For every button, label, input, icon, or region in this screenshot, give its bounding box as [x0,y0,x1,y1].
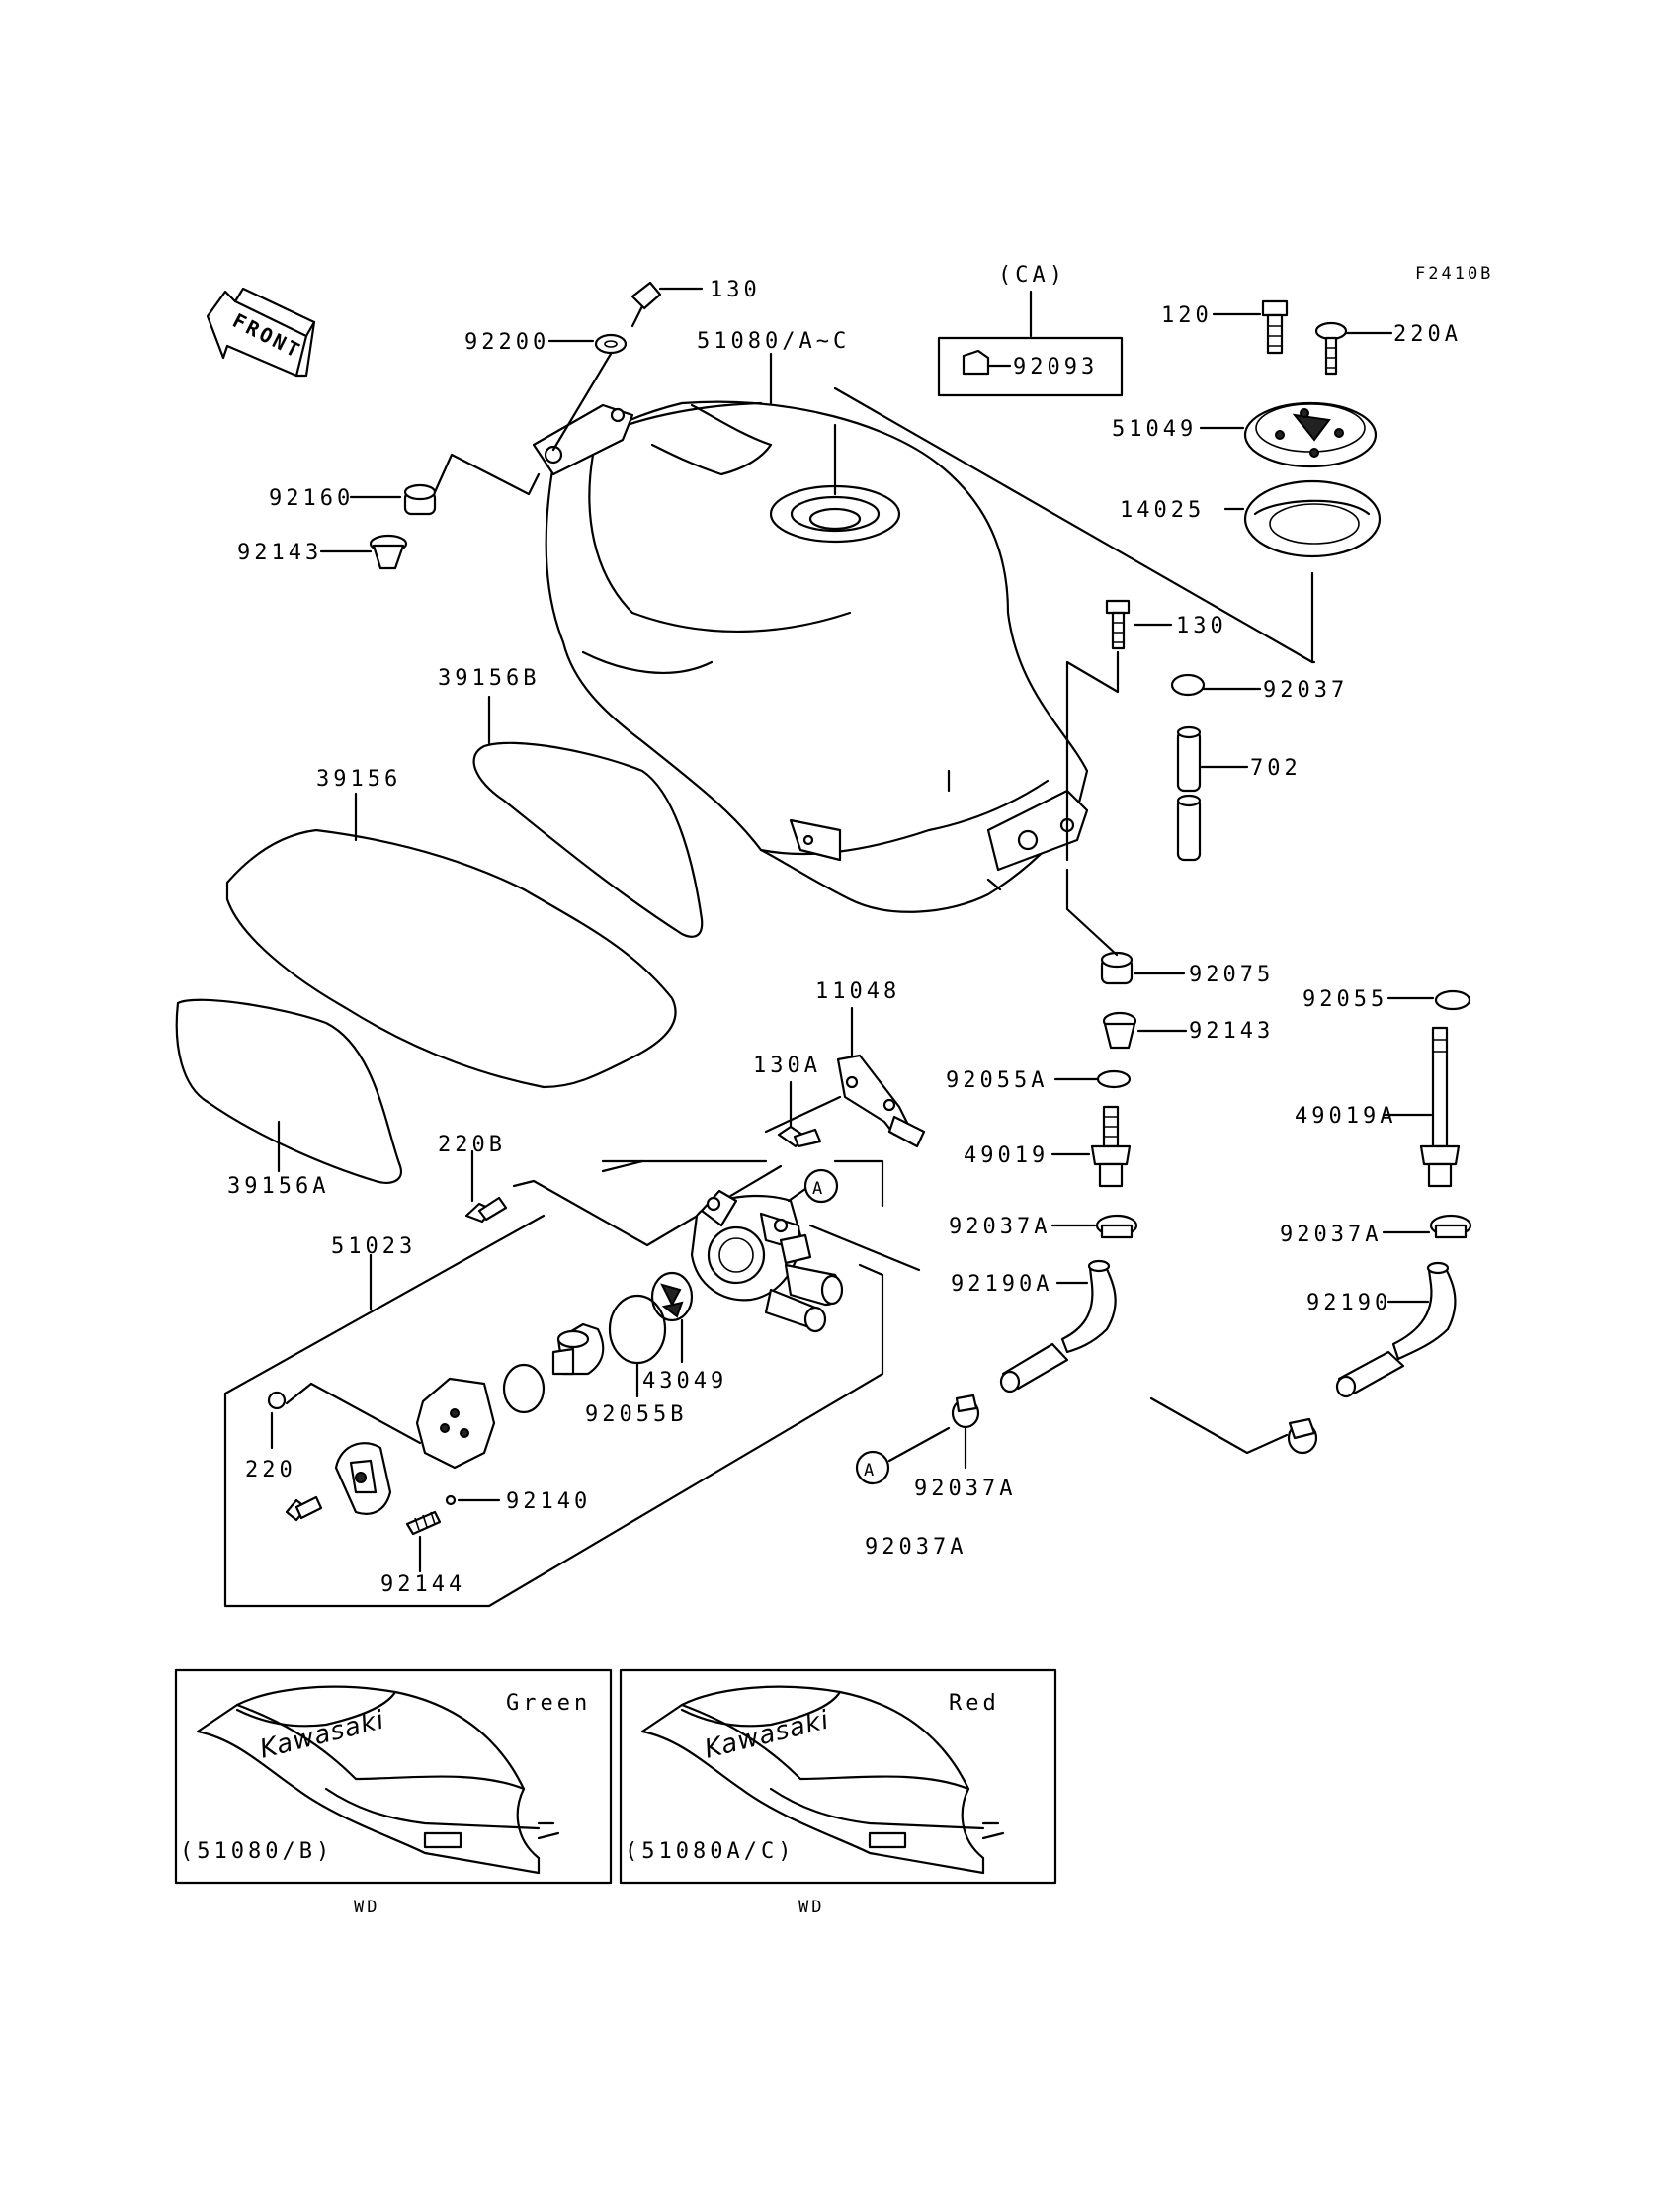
label-92160: 92160 [269,486,354,511]
inset-left-caption: WD [354,1898,379,1917]
label-92200: 92200 [464,330,549,355]
label-39156a: 39156A [227,1174,329,1199]
label-92055: 92055 [1302,987,1387,1012]
label-130a: 130A [753,1054,821,1078]
callout-39156b: 39156B [438,666,704,938]
callout-92037: 92037 [1170,673,1348,703]
callout-51049: 51049 [1112,401,1378,468]
callout-92143-left: 92143 [237,534,408,570]
callout-92160: 92160 [269,453,541,516]
fuel-cock-parts [285,1322,605,1515]
callout-130a: 130A [753,1054,822,1148]
callout-51080: 51080/A~C [697,329,850,405]
callout-43049: 43049 [642,1271,727,1394]
label-92143-left: 92143 [237,541,322,565]
label-ca: (CA) [998,263,1066,288]
inset-right-caption: WD [798,1898,824,1917]
label-43049: 43049 [642,1369,727,1394]
label-92190a: 92190A [951,1272,1052,1297]
label-92075: 92075 [1189,963,1274,987]
callout-11048: 11048 [764,979,926,1148]
label-39156b: 39156B [438,666,540,691]
label-92037a-2: 92037A [1280,1223,1382,1247]
label-92144: 92144 [380,1572,465,1597]
callout-120: 120 [1161,299,1289,355]
label-14025: 14025 [1120,498,1205,523]
label-702: 702 [1250,756,1302,781]
label-92143-right: 92143 [1189,1019,1274,1044]
label-92055a: 92055A [946,1068,1048,1093]
callout-49019: 49019 [964,1105,1132,1188]
ref-a-2: A [855,1426,951,1485]
callout-51023: 51023 [223,1159,884,1608]
callout-92190: 92190 [1306,1261,1457,1398]
callout-92200: 92200 [464,330,628,452]
svg-text:A: A [864,1461,877,1480]
callout-14025: 14025 [1120,479,1382,664]
callout-92055b: 92055B [585,1294,687,1427]
callout-ca: (CA) 92093 [937,263,1124,397]
label-92055b: 92055B [585,1402,687,1427]
fuel-tank [532,400,1089,913]
label-49019a: 49019A [1295,1104,1396,1129]
label-130: 130 [710,278,761,302]
callout-92055: 92055 [1302,987,1471,1012]
callout-92055a: 92055A [946,1068,1132,1093]
label-51080: 51080/A~C [697,329,850,354]
callout-92144: 92144 [380,1510,465,1597]
inset-left-part: (51080/B) [180,1839,333,1864]
callout-220a: 220A [1314,321,1462,376]
callout-49019a: 49019A [1295,1026,1461,1188]
front-arrow-icon: FRONT [206,287,316,378]
callout-130-top: 130 [630,278,761,328]
label-92037a-1: 92037A [949,1215,1050,1239]
label-11048: 11048 [815,979,900,1004]
label-220a: 220A [1393,322,1462,347]
callout-92143-right: 92143 [1102,1011,1274,1050]
callout-92190a: 92190A [808,1224,1117,1394]
label-92037: 92037 [1263,678,1348,703]
callout-220: 220 [245,1391,323,1522]
label-92093: 92093 [1013,355,1098,380]
inset-left-color: Green [506,1691,591,1716]
label-120: 120 [1161,303,1213,328]
label-92190: 92190 [1306,1291,1391,1315]
callout-92037a-2: 92037A [1280,1214,1472,1247]
callout-92037a-3: 92037A [914,1394,1016,1501]
label-51023: 51023 [331,1234,416,1259]
callout-39156: 39156 [225,767,677,1089]
svg-text:A: A [812,1179,825,1199]
callout-702: 702 [1176,725,1302,862]
callout-92140: 92140 [445,1489,591,1514]
leader-neck-cap [833,386,1314,664]
label-220: 220 [245,1458,296,1482]
callout-92075: 92075 [1065,868,1274,987]
inset-left: Kawasaki Green (51080/B) WD [174,1668,613,1917]
diagram-id: F2410B [1415,264,1493,284]
callout-92037a-1: 92037A [949,1214,1138,1239]
inset-right-part: (51080A/C) [625,1839,795,1864]
label-92037a-3: 92037A [914,1477,1016,1501]
ref-a-1: A [787,1168,839,1204]
fuel-cock-body [690,1189,844,1333]
inset-right: Kawasaki Red (51080A/C) WD [619,1668,1057,1917]
label-92037a-4: 92037A [865,1535,966,1560]
label-220b: 220B [438,1133,506,1157]
label-39156: 39156 [316,767,401,792]
label-130-right: 130 [1176,614,1227,638]
callout-39156a: 39156A [175,998,403,1199]
label-92140: 92140 [506,1489,591,1514]
label-51049: 51049 [1112,417,1197,442]
inset-right-color: Red [949,1691,1000,1716]
callout-92037a-4: 92037A [865,1396,1318,1560]
label-49019: 49019 [964,1143,1049,1168]
callout-130-right: 130 [1065,599,1227,862]
